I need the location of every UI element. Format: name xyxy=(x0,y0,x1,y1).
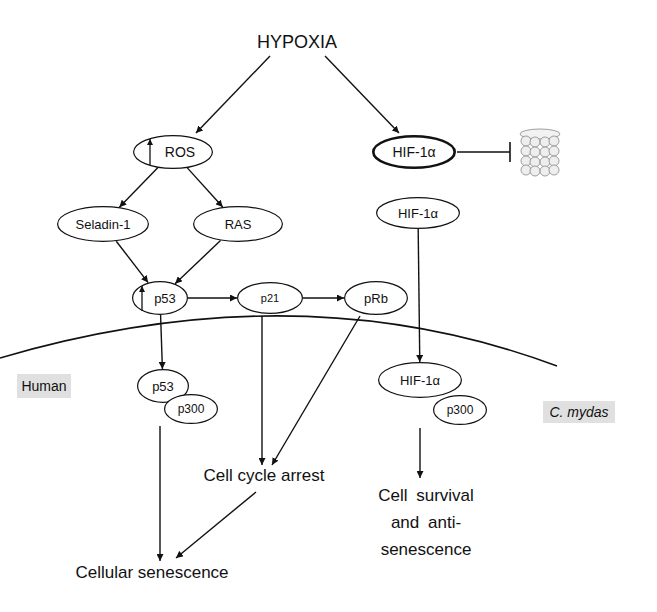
outcome-text: Cellular senescence xyxy=(42,563,262,583)
node-text: p300 xyxy=(178,402,205,416)
proteasome-subunit xyxy=(521,165,531,175)
node-text: p53 xyxy=(152,379,174,394)
proteasome-subunit xyxy=(540,166,550,176)
outcome-text: Cell survival and anti-senescence xyxy=(362,482,490,563)
arrow-connector xyxy=(116,241,148,282)
increase-arrow xyxy=(149,139,150,165)
node-text: Human xyxy=(21,378,66,394)
protein-node: p300 xyxy=(433,395,487,425)
proteasome-subunit xyxy=(521,146,531,156)
protein-node: RAS xyxy=(193,206,283,242)
proteasome-subunit xyxy=(549,165,559,175)
arrow-line xyxy=(272,316,360,465)
arrow-line xyxy=(196,56,270,133)
node-text: HIF-1α xyxy=(400,373,440,388)
node-text: pRb xyxy=(364,291,388,306)
protein-ellipse xyxy=(379,363,462,398)
protein-node: Seladin-1 xyxy=(57,206,149,242)
proteasome-subunit xyxy=(549,156,559,166)
species-tag: C. mydas xyxy=(543,401,615,423)
proteasome-subunit xyxy=(540,147,550,157)
proteasome-subunit xyxy=(530,137,540,147)
inhibition-line xyxy=(457,151,510,152)
protein-node: p53 xyxy=(132,281,188,315)
arrow-line xyxy=(176,492,256,558)
species-tag: Human xyxy=(17,374,71,398)
proteasome-symbol xyxy=(520,129,560,176)
protein-ellipse xyxy=(165,395,218,424)
protein-node: HIF-1α xyxy=(372,135,456,169)
protein-ellipse xyxy=(373,136,454,167)
proteasome-subunit xyxy=(530,166,540,176)
protein-ellipse xyxy=(238,283,303,314)
node-text: HIF-1α xyxy=(392,144,435,160)
protein-node: pRb xyxy=(344,281,408,315)
protein-node: HIF-1α xyxy=(376,197,460,229)
proteasome-subunit xyxy=(540,137,550,147)
stimulus-title: HYPOXIA xyxy=(197,32,397,54)
proteasome-subunit xyxy=(530,147,540,157)
protein-ellipse xyxy=(345,282,408,315)
arrow-connector xyxy=(303,297,344,298)
node-text: p300 xyxy=(447,403,474,417)
arrow-line xyxy=(261,316,262,465)
increase-arrow xyxy=(141,286,142,311)
proteasome-subunit xyxy=(549,146,559,156)
proteasome-subunit xyxy=(521,156,531,166)
proteasome-subunit xyxy=(540,157,550,167)
proteasome-subunit xyxy=(521,136,531,146)
protein-node: p21 xyxy=(237,282,303,314)
outcome-text: Cell cycle arrest xyxy=(164,466,364,486)
arrow-line xyxy=(159,426,160,561)
protein-ellipse xyxy=(194,207,283,242)
node-text: HIF-1α xyxy=(398,206,438,221)
ros-node: ROS xyxy=(133,135,213,169)
protein-node: p300 xyxy=(164,394,218,424)
arrow-connector xyxy=(418,229,420,362)
arrow-line xyxy=(419,428,420,478)
node-text: ROS xyxy=(165,144,195,160)
proteasome-subunit xyxy=(549,136,559,146)
protein-ellipse xyxy=(133,282,188,315)
proteasome-subunit xyxy=(530,157,540,167)
arrow-connector xyxy=(187,168,222,207)
node-text: RAS xyxy=(225,217,252,232)
arrow-connector xyxy=(119,168,157,207)
protein-ellipse xyxy=(377,198,460,229)
arrow-connector xyxy=(175,241,220,284)
node-text: Seladin-1 xyxy=(76,217,131,232)
protein-node: HIF-1α xyxy=(378,362,462,398)
protein-ellipse xyxy=(58,207,149,242)
protein-ellipse xyxy=(134,136,213,169)
protein-ellipse xyxy=(434,396,487,425)
node-text: p21 xyxy=(261,292,279,304)
arrow-line xyxy=(325,56,399,133)
inhibition-bar xyxy=(509,142,511,162)
node-text: C. mydas xyxy=(549,404,608,420)
arrow-connector xyxy=(188,297,237,298)
arrow-connector xyxy=(161,315,163,369)
cell-membrane xyxy=(0,316,557,366)
node-text: p53 xyxy=(154,291,176,306)
